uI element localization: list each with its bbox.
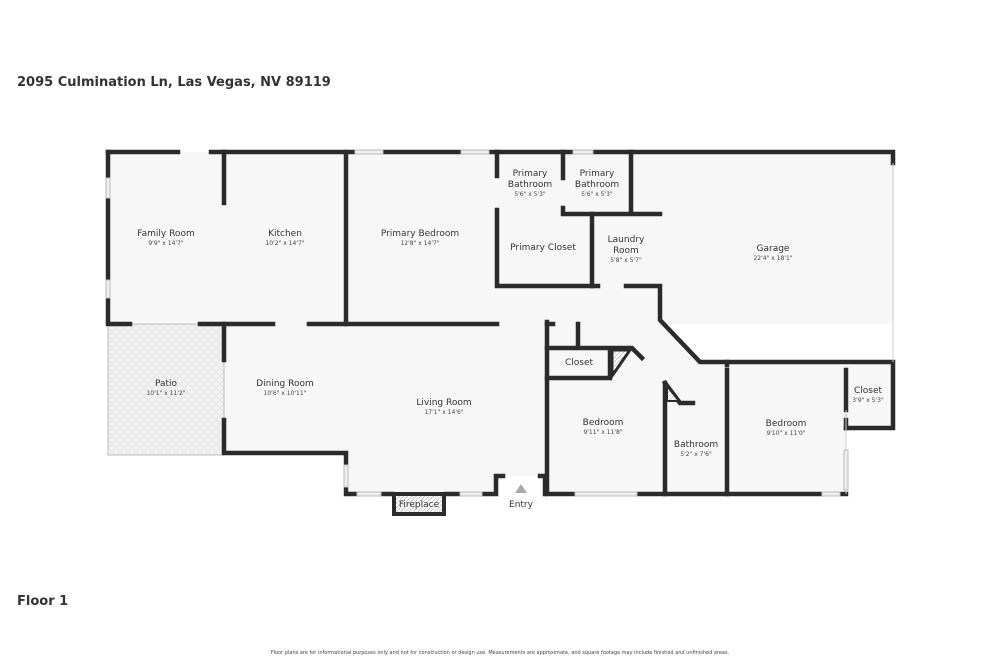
kitchen-dims: 10'2" x 14'7" bbox=[265, 240, 304, 247]
closet-2-dims: 3'9" x 5'3" bbox=[852, 397, 884, 404]
bedroom-2-label: Bedroom bbox=[766, 419, 807, 429]
garage-label: Garage bbox=[757, 244, 790, 254]
entry-label: Entry bbox=[509, 500, 534, 510]
entry-arrow-icon bbox=[515, 484, 527, 493]
primary-bedroom-dims: 12'8" x 14'7" bbox=[400, 240, 439, 247]
family-room-label: Family Room bbox=[137, 229, 194, 239]
patio-area bbox=[107, 323, 225, 456]
primary-bedroom-label: Primary Bedroom bbox=[381, 229, 459, 239]
bedroom-1-dims: 9'11" x 11'8" bbox=[583, 429, 622, 436]
floor-fill bbox=[108, 152, 893, 494]
closet-2-label: Closet bbox=[854, 386, 883, 396]
walls bbox=[105, 149, 896, 497]
primary-bathroom-2-label: Primary bbox=[580, 169, 615, 179]
bedroom-1-label: Bedroom bbox=[583, 418, 624, 428]
primary-closet-label: Primary Closet bbox=[510, 243, 576, 253]
kitchen-label: Kitchen bbox=[268, 229, 302, 239]
family-room-dims: 9'9" x 14'7" bbox=[148, 240, 184, 247]
bathroom-dims: 5'2" x 7'6" bbox=[680, 451, 712, 458]
dining-room-label: Dining Room bbox=[256, 379, 314, 389]
dining-room-dims: 10'6" x 10'11" bbox=[264, 390, 307, 397]
bedroom-2-dims: 9'10" x 11'0" bbox=[766, 430, 805, 437]
laundry-room-label-2: Room bbox=[613, 246, 639, 256]
primary-bathroom-2-label-2: Bathroom bbox=[575, 180, 619, 190]
laundry-room-label: Laundry bbox=[608, 235, 645, 245]
disclaimer: Floor plans are for informational purpos… bbox=[270, 650, 730, 656]
living-room-dims: 17'1" x 14'6" bbox=[424, 409, 463, 416]
fireplace-label: Fireplace bbox=[399, 500, 440, 510]
bathroom-label: Bathroom bbox=[674, 440, 718, 450]
living-room-label: Living Room bbox=[416, 398, 471, 408]
primary-bathroom-1-label: Primary bbox=[513, 169, 548, 179]
windows bbox=[105, 149, 849, 497]
floor-label: Floor 1 bbox=[17, 594, 69, 609]
patio-dims: 10'1" x 11'2" bbox=[146, 390, 185, 397]
garage-dims: 22'4" x 18'1" bbox=[753, 255, 792, 262]
primary-bathroom-1-dims: 5'6" x 5'3" bbox=[514, 191, 546, 198]
property-address: 2095 Culmination Ln, Las Vegas, NV 89119 bbox=[17, 75, 331, 90]
patio-label: Patio bbox=[155, 379, 178, 389]
closet-1-label: Closet bbox=[565, 358, 594, 368]
primary-bathroom-1-label-2: Bathroom bbox=[508, 180, 552, 190]
fireplace-shape bbox=[392, 492, 446, 516]
primary-bathroom-2-dims: 5'6" x 5'3" bbox=[581, 191, 613, 198]
laundry-room-dims: 5'8" x 5'7" bbox=[610, 257, 642, 264]
